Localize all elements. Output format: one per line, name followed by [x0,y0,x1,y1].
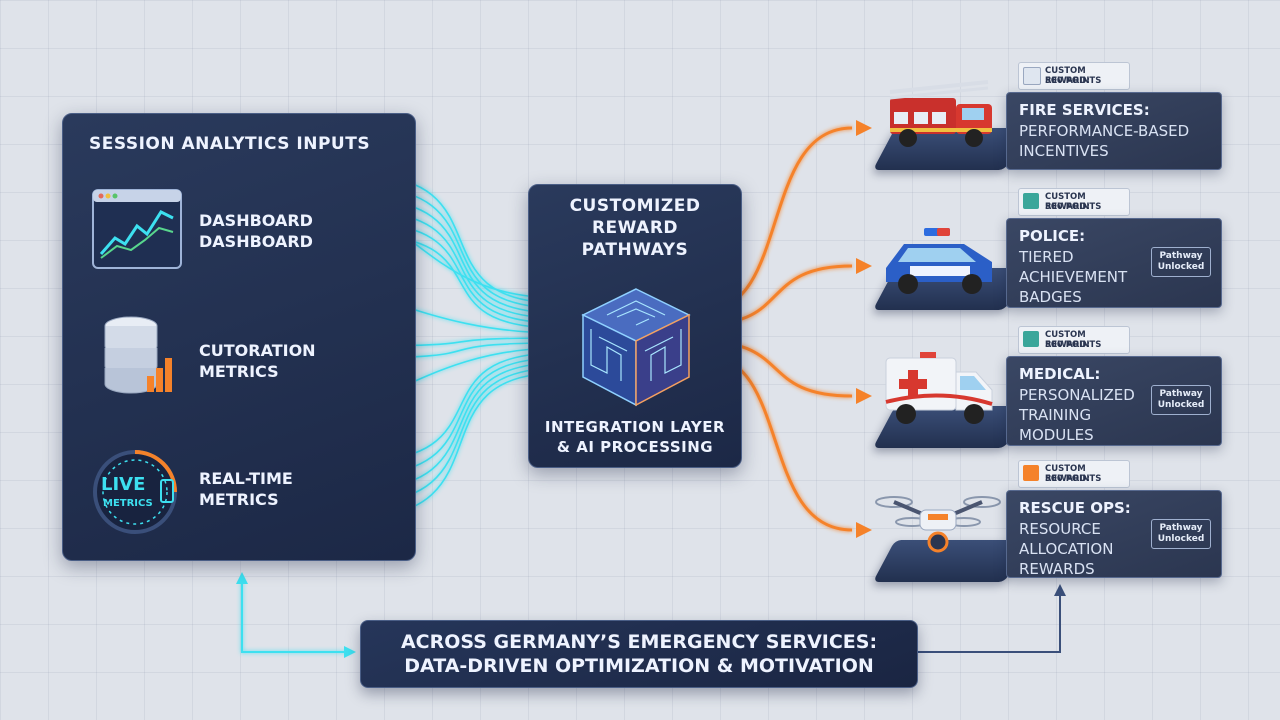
inputs-panel-title: Session Analytics Inputs [89,134,371,154]
badge-line1: Pathway [1159,389,1203,399]
core-panel: Customized Reward Pathways Integration L… [528,184,742,468]
output-card-police: Police: Tiered Achievement Badges Pathwa… [1006,218,1222,308]
output-card-body-line1: Resource [1019,520,1101,538]
live-metrics-icon: LIVE METRICS [91,446,185,538]
badge-line1: Pathway [1159,251,1203,261]
output-card-body-line3: Badges [1019,288,1082,306]
badge-line2: Unlocked [1157,534,1205,544]
reward-tag-line1: Custom Reward: [1045,66,1090,86]
reward-tag: Custom Reward: 500 Points [1018,188,1130,216]
police-car-icon [880,222,1004,306]
reward-tag: Custom Reward: 500 Points [1018,326,1130,354]
pathway-unlocked-badge: Pathway Unlocked [1151,519,1211,549]
footer-banner: Across Germany’s Emergency Services: Dat… [360,620,918,688]
core-subtitle-line1: Integration Layer [544,418,726,436]
core-subtitle-line2: & AI Processing [556,438,714,456]
core-title-line3: Pathways [581,240,689,260]
output-card-heading: Medical: [1019,365,1101,383]
output-card-heading: Rescue Ops: [1019,499,1131,517]
output-card-fire: Fire Services: Performance-Based Incenti… [1006,92,1222,170]
output-card-body-line2: Achievement [1019,268,1128,286]
input-label-line1: Real-Time [199,469,293,488]
chip-icon [1023,465,1039,481]
output-card-body-line2: Training [1019,406,1092,424]
output-card-body-line1: Performance-Based [1019,122,1190,140]
live-icon-text: LIVE [101,474,146,495]
ambulance-icon [880,348,1000,438]
input-label-line2: Dashboard [199,232,313,251]
reward-tag: Custom Reward: 500 Points [1018,62,1130,90]
input-label-line1: Cutoration [199,341,316,360]
output-card-body-line1: Personalized [1019,386,1135,404]
maze-cube-icon [577,285,695,413]
feedback-lines [236,572,1066,658]
reward-tag-line1: Custom Reward: [1045,192,1090,212]
output-arrowheads [856,120,872,538]
module-icon [1023,331,1039,347]
reward-tag-line2: 500 Points [1045,340,1102,350]
pathway-unlocked-badge: Pathway Unlocked [1151,385,1211,415]
badge-line1: Pathway [1159,523,1203,533]
output-card-heading: Fire Services: [1019,101,1150,119]
inputs-panel: Session Analytics Inputs Dashboard Dashb… [62,113,416,561]
reward-tag: Custom Reward: 500 Points [1018,460,1130,488]
output-card-medical: Medical: Personalized Training Modules P… [1006,356,1222,446]
output-card-body-line3: Modules [1019,426,1094,444]
reward-tag-line2: 500 Points [1045,202,1102,212]
badge-icon [1023,193,1039,209]
output-card-body-line2: Incentives [1019,142,1109,160]
drone-icon [872,484,1004,574]
badge-line2: Unlocked [1157,262,1205,272]
input-label-line1: Dashboard [199,211,313,230]
dashboard-chart-icon [91,188,183,274]
input-label-line2: Metrics [199,362,279,381]
fire-truck-icon [876,72,1006,168]
badge-line2: Unlocked [1157,400,1205,410]
reward-tag-line2: 500 Points [1045,474,1102,484]
output-card-heading: Police: [1019,227,1086,245]
core-title-line2: Reward [591,218,679,238]
reward-tag-line1: Custom Reward: [1045,464,1090,484]
output-card-body-line1: Tiered [1019,248,1074,266]
output-card-body-line2: Allocation [1019,540,1114,558]
database-icon [101,314,179,400]
footer-line2: Data-Driven Optimization & Motivation [404,655,874,677]
output-card-body-line3: Rewards [1019,560,1095,578]
footer-line1: Across Germany’s Emergency Services: [400,631,878,653]
metrics-icon-text: METRICS [103,498,153,509]
reward-tag-line1: Custom Reward: [1045,330,1090,350]
reward-tag-line2: 500 Points [1045,76,1102,86]
document-icon [1023,67,1041,85]
pathway-unlocked-badge: Pathway Unlocked [1151,247,1211,277]
output-card-rescue: Rescue Ops: Resource Allocation Rewards … [1006,490,1222,578]
input-label-line2: Metrics [199,490,279,509]
core-title-line1: Customized [569,196,701,216]
